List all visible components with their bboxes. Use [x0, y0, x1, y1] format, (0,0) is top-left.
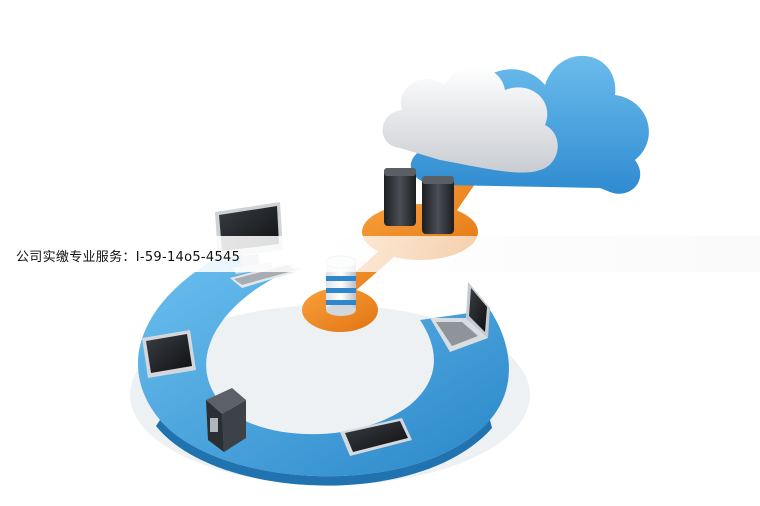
cloud-icon	[382, 55, 649, 194]
overlay-banner	[0, 236, 760, 272]
server-icon	[384, 168, 454, 234]
laptop-icon	[430, 282, 490, 352]
overlay-text: 公司实缴专业服务：I-59-14o5-4545	[16, 250, 241, 265]
smartphone-icon	[340, 418, 412, 456]
tablet-icon	[142, 330, 196, 378]
pc-tower-icon	[206, 388, 246, 452]
